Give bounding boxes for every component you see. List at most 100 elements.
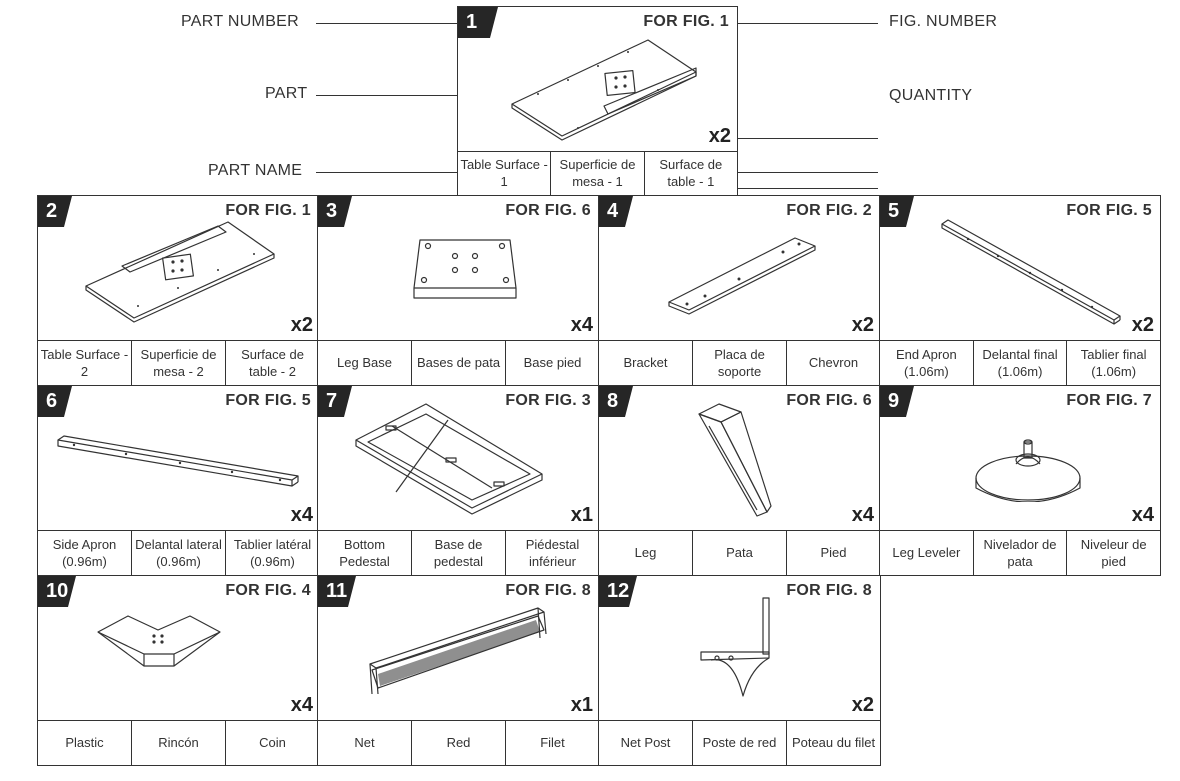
part-card: 7 FOR FIG. 3 x1 Bottom Pedestal Base de … bbox=[317, 385, 600, 576]
part-card: 9 FOR FIG. 7 x4 Leg Leveler Nivelador de… bbox=[879, 385, 1161, 576]
pedestal-frame-icon bbox=[355, 403, 543, 515]
name-english: Table Surface - 2 bbox=[40, 346, 129, 379]
part-number: 12 bbox=[599, 576, 637, 607]
quantity: x4 bbox=[290, 504, 313, 526]
part-image-area: 8 FOR FIG. 6 x4 bbox=[599, 386, 880, 531]
part-image-area: 7 FOR FIG. 3 x1 bbox=[318, 386, 599, 531]
part-names-row: Bracket Placa de soporte Chevron bbox=[599, 340, 880, 385]
legend-part: PART bbox=[265, 85, 308, 102]
side-apron-icon bbox=[57, 435, 299, 487]
name-english: Net bbox=[354, 735, 375, 750]
name-french: Tablier final (1.06m) bbox=[1066, 340, 1160, 385]
name-french: Surface de table - 2 bbox=[225, 340, 319, 385]
name-spanish: Placa de soporte bbox=[692, 340, 786, 385]
leader-part-name-right-2 bbox=[735, 188, 878, 189]
fig-number: FOR FIG. 5 bbox=[225, 392, 311, 409]
part-image-area: 6 FOR FIG. 5 x4 bbox=[38, 386, 319, 531]
bracket-icon bbox=[668, 237, 816, 315]
name-english: Leg Base bbox=[337, 355, 392, 370]
part-card: 6 FOR FIG. 5 x4 Side Apron (0.96m) Delan… bbox=[37, 385, 320, 576]
quantity: x4 bbox=[1131, 504, 1154, 526]
name-english: Leg bbox=[634, 545, 657, 560]
part-number: 6 bbox=[38, 386, 72, 417]
leg-base-icon bbox=[413, 239, 517, 299]
part-names-row: Leg Pata Pied bbox=[599, 530, 880, 575]
name-english: Table Surface - 1 bbox=[460, 157, 548, 189]
quantity: x4 bbox=[290, 694, 313, 716]
part-number: 3 bbox=[318, 196, 352, 227]
part-card: 11 FOR FIG. 8 x1 Net Red Filet bbox=[317, 575, 600, 766]
quantity: x2 bbox=[851, 314, 874, 336]
part-card: 1 FOR FIG. 1 x2 Table Surface - 1 Superf… bbox=[457, 6, 738, 196]
part-names-row: Side Apron (0.96m) Delantal lateral (0.9… bbox=[38, 530, 319, 575]
part-number: 9 bbox=[880, 386, 914, 417]
fig-number: FOR FIG. 6 bbox=[505, 202, 591, 219]
name-english: Bottom Pedestal bbox=[339, 536, 390, 569]
name-french: Niveleur de pied bbox=[1066, 530, 1160, 575]
part-card: 4 FOR FIG. 2 x2 Bracket Placa de soporte… bbox=[598, 195, 881, 386]
leader-quantity bbox=[735, 138, 878, 139]
part-card: 5 FOR FIG. 5 x2 End Apron (1.06m) Delant… bbox=[879, 195, 1161, 386]
part-names-row: Net Post Poste de red Poteau du filet bbox=[599, 720, 880, 765]
quantity: x1 bbox=[570, 504, 593, 526]
part-names-row: End Apron (1.06m) Delantal final (1.06m)… bbox=[880, 340, 1160, 385]
leader-part-name-right bbox=[735, 172, 878, 173]
part-image-area: 11 FOR FIG. 8 x1 bbox=[318, 576, 599, 721]
net-post-icon bbox=[700, 597, 770, 697]
legend-part-name: PART NAME bbox=[208, 162, 303, 179]
fig-number: FOR FIG. 1 bbox=[643, 13, 729, 30]
part-names-row: Leg Base Bases de pata Base pied bbox=[318, 340, 599, 385]
part-image-area: 2 FOR FIG. 1 x2 bbox=[38, 196, 319, 341]
part-number: 8 bbox=[599, 386, 633, 417]
part-names-row: Plastic Rincón Coin bbox=[38, 720, 319, 765]
part-number: 2 bbox=[38, 196, 72, 227]
corner-piece-icon bbox=[97, 615, 221, 667]
legend-fig-number: FIG. NUMBER bbox=[889, 13, 998, 30]
part-names-row: Table Surface - 2 Superficie de mesa - 2… bbox=[38, 340, 319, 385]
part-image-area: 3 FOR FIG. 6 x4 bbox=[318, 196, 599, 341]
leg-leveler-icon bbox=[975, 439, 1081, 502]
name-spanish: Delantal lateral (0.96m) bbox=[131, 530, 225, 575]
legend-part-number: PART NUMBER bbox=[181, 13, 299, 30]
part-names-row: Bottom Pedestal Base de pedestal Piédest… bbox=[318, 530, 599, 575]
part-number: 10 bbox=[38, 576, 76, 607]
part-image-area: 12 FOR FIG. 8 x2 bbox=[599, 576, 880, 721]
part-card: 8 FOR FIG. 6 x4 Leg Pata Pied bbox=[598, 385, 881, 576]
quantity: x2 bbox=[290, 314, 313, 336]
part-image-area: 4 FOR FIG. 2 x2 bbox=[599, 196, 880, 341]
name-french: Pied bbox=[786, 530, 880, 575]
fig-number: FOR FIG. 1 bbox=[225, 202, 311, 219]
fig-number: FOR FIG. 3 bbox=[505, 392, 591, 409]
end-apron-icon bbox=[941, 219, 1121, 325]
leader-fig-number bbox=[734, 23, 878, 24]
leader-part-name bbox=[316, 172, 462, 173]
table-surface-icon bbox=[85, 221, 275, 323]
name-english: Plastic bbox=[65, 735, 104, 750]
part-number: 7 bbox=[318, 386, 352, 417]
name-french: Poteau du filet bbox=[786, 720, 880, 765]
name-english: Bracket bbox=[623, 355, 668, 370]
fig-number: FOR FIG. 2 bbox=[786, 202, 872, 219]
part-image-area: 5 FOR FIG. 5 x2 bbox=[880, 196, 1160, 341]
name-french: Base pied bbox=[505, 340, 599, 385]
name-english: Net Post bbox=[620, 735, 671, 750]
quantity: x2 bbox=[1131, 314, 1154, 336]
name-spanish: Superficie de mesa - 1 bbox=[550, 151, 643, 195]
leg-icon bbox=[698, 403, 772, 517]
part-names-row: Table Surface - 1 Superficie de mesa - 1… bbox=[458, 151, 737, 195]
part-card: 10 FOR FIG. 4 x4 Plastic Rincón Coin bbox=[37, 575, 320, 766]
part-card: 12 FOR FIG. 8 x2 Net Post Poste de red P… bbox=[598, 575, 881, 766]
fig-number: FOR FIG. 4 bbox=[225, 582, 311, 599]
name-spanish: Bases de pata bbox=[411, 340, 505, 385]
part-number: 5 bbox=[880, 196, 914, 227]
part-number: 4 bbox=[599, 196, 633, 227]
name-french: Tablier latéral (0.96m) bbox=[225, 530, 319, 575]
name-french: Chevron bbox=[786, 340, 880, 385]
part-image-area: 10 FOR FIG. 4 x4 bbox=[38, 576, 319, 721]
name-french: Piédestal inférieur bbox=[505, 530, 599, 575]
name-spanish: Superficie de mesa - 2 bbox=[131, 340, 225, 385]
leader-part bbox=[316, 95, 512, 96]
part-number: 11 bbox=[318, 576, 356, 607]
fig-number: FOR FIG. 5 bbox=[1066, 202, 1152, 219]
leader-part-number bbox=[316, 23, 458, 24]
